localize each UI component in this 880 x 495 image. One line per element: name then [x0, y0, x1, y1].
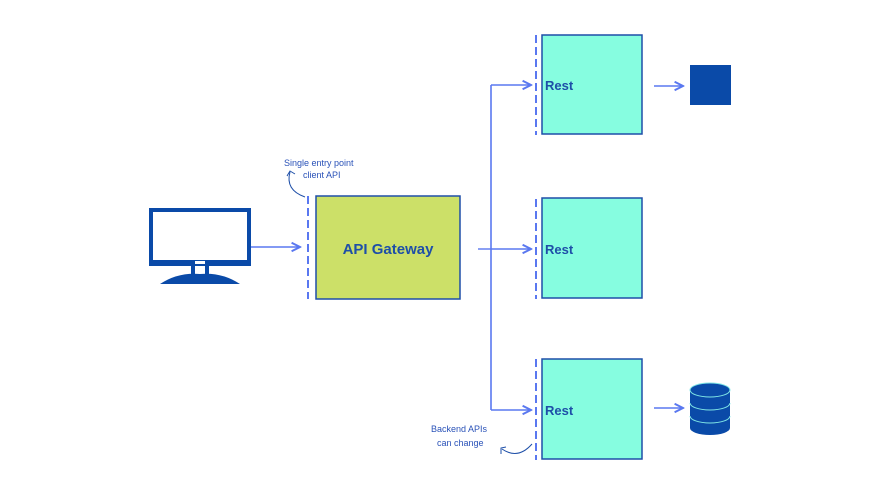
backend-annotation: Backend APIs can change [431, 424, 533, 454]
service-1-label: Rest [545, 78, 574, 93]
service-3-label: Rest [545, 403, 574, 418]
api-gateway-label: API Gateway [343, 241, 435, 258]
backend-note-line2: can change [437, 438, 484, 448]
service-2-label: Rest [545, 242, 574, 257]
entry-point-note-line2: client API [303, 170, 341, 180]
api-gateway-box: API Gateway [315, 195, 461, 300]
service-box-1: Rest [541, 34, 643, 135]
curved-arrow-icon [288, 171, 306, 198]
service-box-3: Rest [541, 358, 643, 460]
backend-note-line1: Backend APIs [431, 424, 488, 434]
service-box-2: Rest [541, 197, 643, 299]
entry-point-note-line1: Single entry point [284, 158, 354, 168]
square-block-icon [690, 65, 731, 105]
curved-arrow-icon [501, 443, 533, 454]
database-icon [689, 382, 731, 435]
monitor-icon [149, 208, 251, 284]
entry-point-annotation: Single entry point client API [284, 158, 354, 198]
